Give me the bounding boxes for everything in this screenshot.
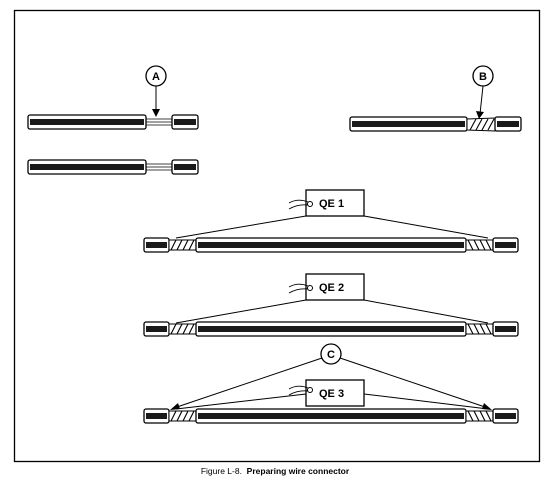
cable-bare-conductor-bottom (27, 159, 199, 175)
bare-conductor (146, 118, 172, 126)
qe2-tag-hole (307, 285, 313, 291)
callout-c-arrowhead-left (170, 403, 180, 410)
cable-core-stripe (30, 119, 144, 125)
figure-caption-number: Figure L-8. (200, 466, 242, 476)
figure-caption-title: Preparing wire connector (246, 466, 350, 476)
callout-b: B (472, 65, 494, 119)
callout-b-arrowhead (476, 111, 484, 119)
qe2-tag-label: QE 2 (319, 282, 344, 294)
qe1-tag-hole (307, 201, 313, 207)
qe3-tie-right (363, 393, 489, 410)
qe3-assembly: QE 3 (143, 379, 519, 424)
qe3-tie-left (175, 393, 307, 410)
qe1-wire (143, 237, 519, 253)
cable-bare-conductor-top (27, 114, 199, 130)
qe1-tag-label: QE 1 (319, 198, 344, 210)
callout-c-arrowhead-right (482, 403, 492, 410)
qe1-tie-right (363, 215, 489, 239)
qe3-wire (143, 408, 519, 424)
qe3-tag-label: QE 3 (319, 388, 344, 400)
qe3-tag-hole (307, 387, 313, 393)
callout-a-arrowhead (152, 109, 160, 117)
qe2-assembly: QE 2 (143, 273, 519, 337)
callout-a-letter: A (152, 71, 160, 83)
qe2-tie-right (363, 299, 489, 324)
figure-border (13, 9, 541, 463)
figure-caption: Figure L-8. Preparing wire connector (0, 466, 550, 476)
callout-b-letter: B (479, 71, 487, 83)
qe3-tag-box (305, 379, 365, 407)
qe1-tie-left (175, 215, 307, 239)
qe1-tag-box (305, 189, 365, 217)
callout-c-circle (320, 343, 342, 365)
callout-c: C (170, 343, 492, 410)
callout-b-leader (479, 85, 484, 115)
callout-a: A (145, 65, 167, 117)
qe2-tie-left (175, 299, 307, 324)
callout-c-letter: C (327, 349, 335, 361)
callout-c-leader-right (339, 357, 489, 409)
qe2-wire (143, 321, 519, 337)
qe2-tag-box (305, 273, 365, 301)
cable-twisted-conductor (349, 116, 522, 132)
callout-c-leader-left (173, 357, 323, 409)
qe1-assembly: QE 1 (143, 189, 519, 253)
twisted-conductor (466, 117, 496, 132)
